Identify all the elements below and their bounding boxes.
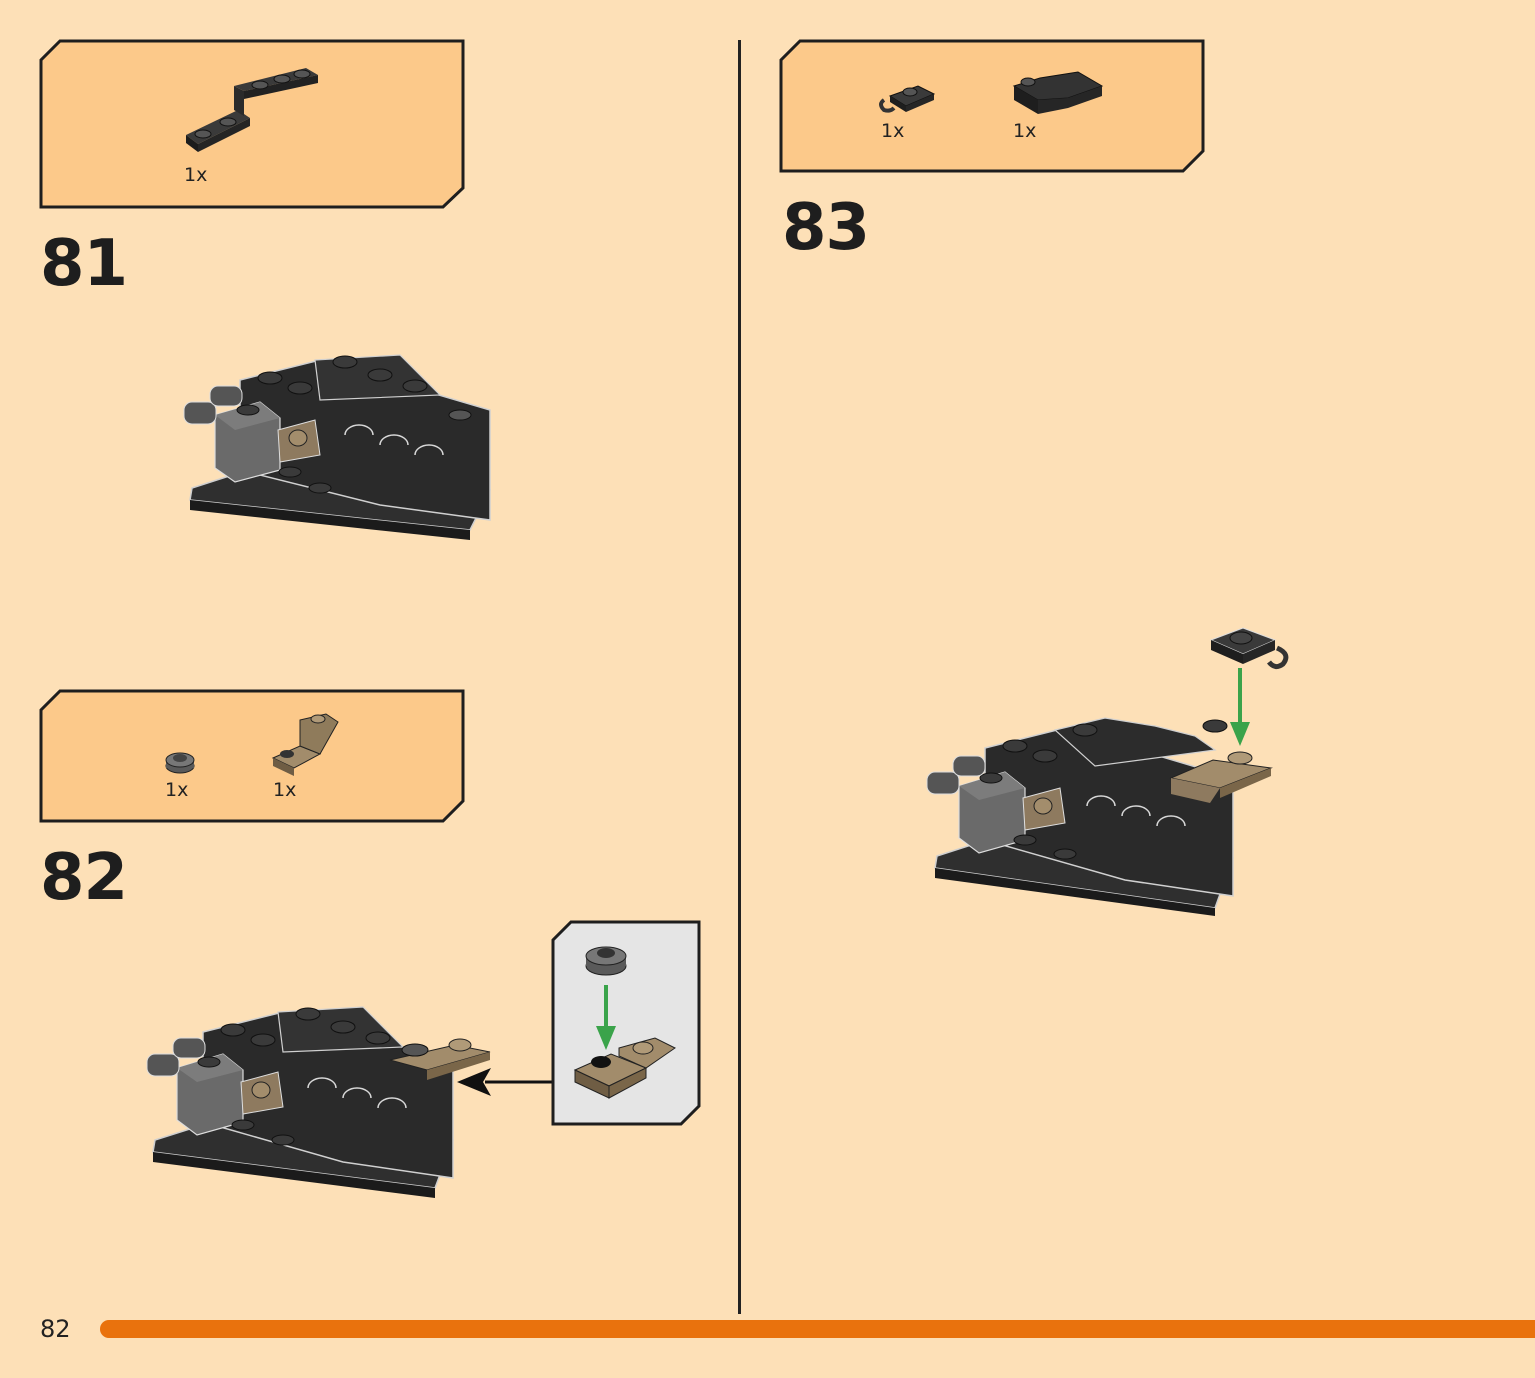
step-number: 83 <box>782 191 870 265</box>
model-tan-bracket-top <box>389 1038 491 1080</box>
step-82-model-illustration <box>146 1006 491 1198</box>
model-studs <box>197 1007 429 1146</box>
part-qty: 1x <box>184 164 208 186</box>
part-qty: 1x <box>1013 120 1037 142</box>
black-bracket-plate-icon <box>186 68 318 152</box>
step-83-parts-box: 1x 1x <box>778 38 1206 175</box>
round-plate-icon <box>165 752 195 774</box>
clip-plate-icon <box>879 85 936 113</box>
green-arrow-icon <box>596 985 616 1050</box>
column-divider <box>738 40 741 1314</box>
progress-bar <box>100 1320 1535 1338</box>
step-number: 81 <box>40 227 128 301</box>
model-studs <box>236 355 472 494</box>
parts-box-frame <box>39 39 465 209</box>
model-tan-bracket <box>240 1071 284 1115</box>
part-qty: 1x <box>881 120 905 142</box>
tan-bracket-icon <box>271 713 339 776</box>
model-clips <box>344 424 444 456</box>
model-pins <box>183 385 243 425</box>
model-gray-brick <box>214 401 281 483</box>
step-number: 82 <box>40 841 128 915</box>
progress-fill <box>100 1320 1535 1338</box>
model-tan-bracket-top <box>1169 751 1273 803</box>
step-82-parts-box: 1x 1x <box>38 688 466 825</box>
tan-bracket-icon <box>573 1037 676 1099</box>
parts-box-frame <box>779 39 1205 173</box>
curved-slope-icon <box>1012 71 1104 114</box>
model-pins <box>926 755 986 795</box>
model-tan-bracket <box>277 419 321 463</box>
model-pins <box>146 1037 206 1077</box>
part-qty: 1x <box>165 779 189 801</box>
part-qty: 1x <box>273 779 297 801</box>
step-81-parts-box: 1x <box>38 38 466 210</box>
green-arrow-icon <box>1230 668 1250 746</box>
callout-pointer-arrow <box>457 1068 553 1096</box>
round-plate-icon <box>585 946 627 976</box>
model-clips <box>307 1077 407 1109</box>
step-83-model-illustration <box>926 627 1289 916</box>
model-studs <box>979 719 1228 860</box>
step-82-callout-box <box>551 920 701 1126</box>
clip-plate-icon <box>1209 627 1289 670</box>
model-clips <box>1086 795 1186 827</box>
page-number: 82 <box>40 1315 71 1343</box>
model-tan-bracket <box>1022 787 1066 831</box>
parts-box-frame <box>39 689 465 823</box>
step-81-model-illustration <box>183 354 492 540</box>
